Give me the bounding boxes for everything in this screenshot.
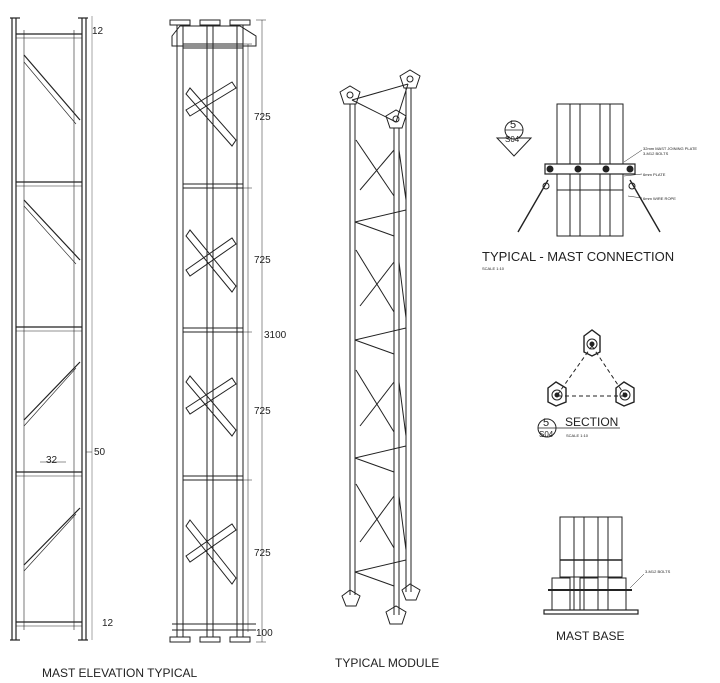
mast-connection <box>495 103 661 237</box>
elevation-dim-top: 12 <box>92 26 104 37</box>
connection-note-6mm-plate: 6mm PLATE <box>643 172 666 177</box>
section-view <box>537 329 635 438</box>
detail-dim-4: 725 <box>254 548 271 559</box>
module-title: TYPICAL MODULE <box>335 656 439 670</box>
section-ref-number: 5 <box>543 417 549 429</box>
base-note-bolts: 3-M12 BOLTS <box>645 569 671 574</box>
mast-elevation <box>10 16 93 641</box>
elevation-dim-bottom: 12 <box>102 618 114 629</box>
detail-elevation <box>169 19 266 643</box>
connection-note-wire-rope: 6mm WIRE ROPE <box>643 196 676 201</box>
section-ref-sheet: S04 <box>539 430 554 439</box>
connection-scale: SCALE 1:10 <box>482 266 505 271</box>
detail-dim-3: 725 <box>254 406 271 417</box>
detail-dim-1: 725 <box>254 112 271 123</box>
elevation-dim-width: 32 <box>46 455 58 466</box>
connection-note-bolts: 3-M12 BOLTS <box>643 151 669 156</box>
detail-dim-base: 100 <box>256 628 273 639</box>
base-title: MAST BASE <box>556 629 624 643</box>
elevation-dim-side: 50 <box>94 447 106 458</box>
mast-base <box>543 516 645 615</box>
connection-note-plate: 32mm MAST JOINING PLATE <box>643 146 697 151</box>
detail-dim-overall: 3100 <box>264 330 287 341</box>
typical-module <box>339 69 421 625</box>
detail-dim-2: 725 <box>254 255 271 266</box>
elevation-title: MAST ELEVATION TYPICAL <box>42 666 197 680</box>
section-scale: SCALE 1:10 <box>566 433 589 438</box>
connection-title: TYPICAL - MAST CONNECTION <box>482 249 674 264</box>
connection-ref-sheet: S04 <box>505 135 520 144</box>
connection-ref-number: 5 <box>510 119 516 131</box>
section-title: SECTION <box>565 415 618 429</box>
